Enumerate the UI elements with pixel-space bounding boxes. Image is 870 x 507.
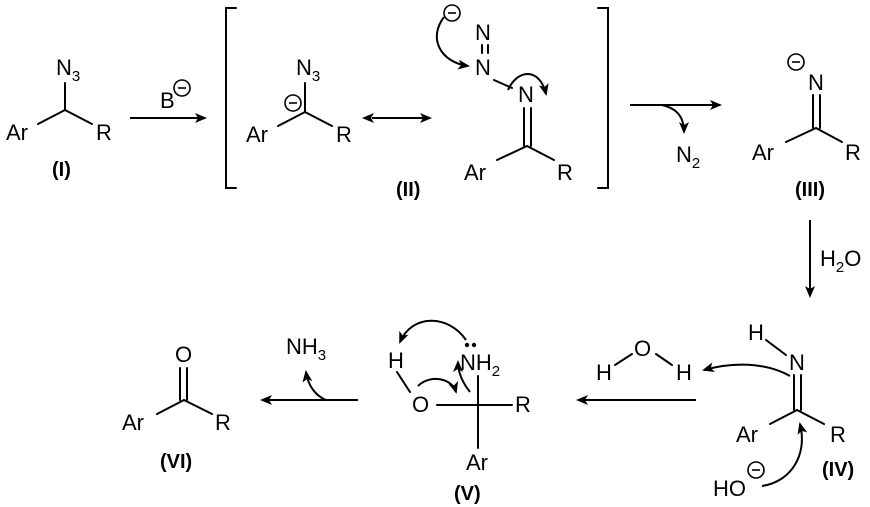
water-molecule: H O H xyxy=(596,336,692,385)
water-oxygen: O xyxy=(634,336,651,361)
curved-arrow-oh-bond xyxy=(417,377,459,394)
nitrogen-charge xyxy=(787,53,805,71)
r-group-label: R xyxy=(336,122,352,147)
base-label: B xyxy=(160,88,175,113)
inner-nitrogen: N xyxy=(518,82,534,107)
hydroxide-label: HO xyxy=(713,476,746,501)
azide-label: N3 xyxy=(296,55,320,85)
carbanion-charge xyxy=(284,94,302,112)
aryl-label: Ar xyxy=(466,450,488,475)
compound-number-iv: (IV) xyxy=(822,459,854,481)
r-group-label: R xyxy=(557,160,573,185)
compound-number-iii: (III) xyxy=(795,179,825,201)
terminal-n-charge xyxy=(443,4,461,22)
curved-arrow-protonation xyxy=(702,362,791,377)
compound-iv: H N Ar R HO (IV) xyxy=(702,320,854,501)
compound-number-vi: (VI) xyxy=(160,451,192,473)
n2-elimination-arrow: N2 xyxy=(630,100,722,172)
hydroxyl-hydrogen: H xyxy=(388,348,404,373)
terminal-nitrogen: N xyxy=(475,20,491,45)
aryl-label: Ar xyxy=(752,140,774,165)
aryl-label: Ar xyxy=(736,422,758,447)
aryl-label: Ar xyxy=(464,160,486,185)
resonance-bracket-right xyxy=(597,7,609,189)
hydroxyl-oxygen: O xyxy=(412,392,429,417)
r-group-label: R xyxy=(96,120,112,145)
imine-nitrogen: N xyxy=(789,350,805,375)
base-reaction-arrow: B xyxy=(130,79,207,123)
curved-arrow-lone-pair xyxy=(399,319,467,344)
hydrolysis-arrow: H2O xyxy=(805,220,861,298)
aryl-label: Ar xyxy=(122,410,144,435)
compound-number-v: (V) xyxy=(454,483,481,505)
compound-number-i: (I) xyxy=(52,159,71,181)
r-group-label: R xyxy=(215,410,231,435)
compound-ii-imine: N N N Ar R xyxy=(435,4,573,185)
curved-arrow-cn-bond xyxy=(453,360,471,393)
compound-i: N3 Ar R (I) xyxy=(6,55,112,181)
base-charge xyxy=(173,79,191,97)
ammonia-label: NH3 xyxy=(286,334,326,364)
compound-v: H O R Ar NH2 (V) xyxy=(388,319,531,505)
curved-arrow-hydroxide xyxy=(761,422,808,487)
r-group-label: R xyxy=(845,140,861,165)
r-group-label: R xyxy=(515,392,531,417)
azide-label: N3 xyxy=(56,55,80,85)
resonance-bracket-left xyxy=(225,7,237,189)
imine-nitrogen: N xyxy=(808,70,824,95)
lone-pair-dot xyxy=(464,342,470,348)
hydroxide-charge xyxy=(747,461,765,479)
ammonia-elimination-arrow: NH3 xyxy=(260,334,358,405)
compound-ii-carbanion: N3 Ar R xyxy=(246,55,352,147)
middle-nitrogen: N xyxy=(475,55,491,80)
water-hydrogen-1: H xyxy=(596,360,612,385)
imine-hydrogen: H xyxy=(748,320,764,345)
aryl-label: Ar xyxy=(246,122,268,147)
water-label: H2O xyxy=(820,246,861,276)
compound-vi: O Ar R (VI) xyxy=(122,342,231,473)
nitrogen-gas-label: N2 xyxy=(676,142,700,172)
compound-number-ii: (II) xyxy=(396,179,420,201)
compound-iii: N Ar R (III) xyxy=(752,53,861,201)
aryl-label: Ar xyxy=(6,120,28,145)
lone-pair-dot xyxy=(471,342,477,348)
r-group-label: R xyxy=(830,422,846,447)
curved-arrow-n2-loss xyxy=(507,73,549,96)
carbonyl-oxygen: O xyxy=(175,342,192,367)
water-hydrogen-2: H xyxy=(676,360,692,385)
amine-group: NH2 xyxy=(460,350,500,380)
curved-arrow-charge xyxy=(435,16,470,70)
